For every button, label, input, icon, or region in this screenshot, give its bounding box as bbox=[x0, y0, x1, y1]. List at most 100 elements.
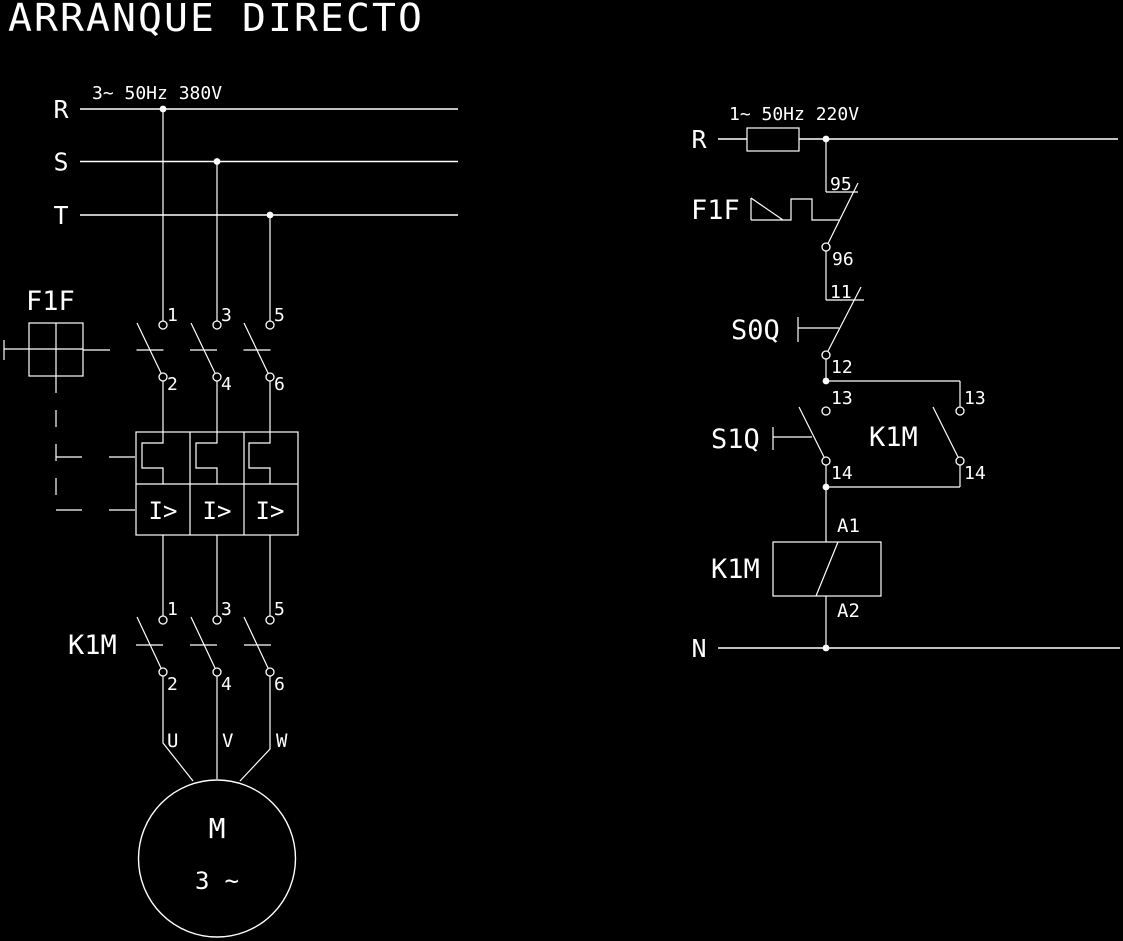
stop-button-s0q: 11 12 S0Q bbox=[731, 282, 864, 381]
terminal-circle bbox=[212, 667, 222, 677]
terminal-circle bbox=[821, 406, 831, 416]
terminal-number: 12 bbox=[831, 357, 853, 378]
terminal-circle bbox=[265, 320, 275, 330]
control-supply-label: 1~ 50Hz 220V bbox=[729, 104, 859, 125]
terminal-circle bbox=[821, 456, 831, 466]
terminal-number: 2 bbox=[167, 374, 178, 395]
coil-diagonal bbox=[815, 541, 839, 597]
terminal-number: 5 bbox=[274, 305, 285, 326]
terminal-circle bbox=[158, 667, 168, 677]
breaker-label: F1F bbox=[26, 286, 75, 317]
coil-terminal-a2: A2 bbox=[837, 600, 860, 622]
terminal-circle bbox=[265, 372, 275, 382]
heater-element bbox=[141, 432, 164, 484]
power-circuit: 3~ 50Hz 380V R S T F1F bbox=[3, 83, 458, 938]
contact-blade bbox=[190, 616, 216, 669]
terminal-number: 14 bbox=[964, 463, 986, 484]
terminal-number: 6 bbox=[274, 374, 285, 395]
contact-blade bbox=[932, 406, 959, 458]
contact-blade bbox=[243, 616, 269, 669]
coil-terminal-a1: A1 bbox=[837, 515, 860, 537]
control-circuit: 1~ 50Hz 220V R 95 96 F1F 11 12 S0Q bbox=[691, 104, 1120, 663]
motor-terminal-w: W bbox=[276, 730, 288, 752]
control-phase-label: R bbox=[691, 125, 707, 154]
contact-blade bbox=[798, 406, 825, 458]
heater-element bbox=[248, 432, 271, 484]
terminal-circle bbox=[955, 456, 965, 466]
supply-rails: 3~ 50Hz 380V R S T bbox=[53, 83, 458, 321]
terminal-number: 5 bbox=[274, 599, 285, 620]
neutral-rail-group: N bbox=[691, 634, 1120, 663]
contact-blade bbox=[136, 322, 162, 374]
terminal-number: 14 bbox=[831, 463, 853, 484]
aux-contact-k1m: 13 14 K1M bbox=[869, 388, 986, 487]
terminal-number: 4 bbox=[221, 674, 232, 695]
coil-k1m: A1 K1M A2 bbox=[711, 487, 882, 648]
terminal-number: 4 bbox=[221, 374, 232, 395]
terminal-circle bbox=[265, 615, 275, 625]
terminal-circle bbox=[212, 372, 222, 382]
breaker-poles: 1 2 3 4 5 6 bbox=[136, 305, 285, 432]
contact-blade bbox=[243, 322, 269, 374]
contact-blade bbox=[136, 616, 162, 669]
terminal-number: 1 bbox=[167, 305, 178, 326]
contactor-k1m-main: K1M 1 2 3 4 5 6 bbox=[68, 599, 285, 695]
terminal-circle bbox=[158, 372, 168, 382]
phase-label-r: R bbox=[53, 95, 69, 124]
start-button-label: S1Q bbox=[711, 424, 760, 455]
coil-box bbox=[772, 541, 882, 597]
coil-label: K1M bbox=[711, 554, 760, 585]
contactor-label: K1M bbox=[68, 630, 117, 661]
breaker-pole-2: 3 4 bbox=[190, 305, 232, 395]
overcurrent-symbol: I> bbox=[203, 497, 232, 525]
terminal-number: 2 bbox=[167, 674, 178, 695]
start-button-s1q: 13 14 S1Q bbox=[711, 388, 853, 487]
motor: U V W M 3~ bbox=[137, 676, 297, 938]
terminal-number: 11 bbox=[830, 282, 852, 303]
contactor-pole-2: 3 4 bbox=[190, 599, 232, 695]
drawing-title: ARRANQUE DIRECTO bbox=[8, 0, 424, 40]
stop-button-label: S0Q bbox=[731, 315, 780, 346]
terminal-number: 96 bbox=[832, 249, 854, 270]
breaker-pole-1: 1 2 bbox=[136, 305, 178, 395]
contact-blade bbox=[190, 322, 216, 374]
fuse-symbol bbox=[746, 127, 800, 152]
motor-terminal-u: U bbox=[167, 730, 178, 752]
terminal-number: 13 bbox=[964, 388, 986, 409]
terminal-number: 6 bbox=[274, 674, 285, 695]
breaker-pole-3: 5 6 bbox=[243, 305, 285, 395]
terminal-circle bbox=[265, 667, 275, 677]
heater-element bbox=[195, 432, 218, 484]
start-branch: 13 14 S1Q 13 14 K1M bbox=[711, 377, 986, 491]
terminal-circle bbox=[821, 350, 831, 360]
overcurrent-symbol: I> bbox=[149, 497, 178, 525]
terminal-number: 3 bbox=[221, 305, 232, 326]
contact-blade bbox=[827, 286, 862, 352]
contactor-pole-3: 5 6 bbox=[243, 599, 285, 695]
overload-contact-f1f: 95 96 F1F bbox=[691, 139, 859, 300]
contact-blade bbox=[827, 182, 859, 244]
contactor-pole-1: 1 2 bbox=[136, 599, 178, 695]
overload-contact-label: F1F bbox=[691, 195, 740, 226]
thermal-trip-symbol bbox=[750, 197, 840, 221]
motor-terminal-v: V bbox=[222, 730, 233, 752]
power-supply-label: 3~ 50Hz 380V bbox=[92, 83, 222, 104]
terminal-circle bbox=[212, 615, 222, 625]
terminal-circle bbox=[212, 320, 222, 330]
motor-circle bbox=[137, 779, 297, 938]
terminal-number: 1 bbox=[167, 599, 178, 620]
overcurrent-symbol: I> bbox=[256, 497, 285, 525]
control-supply: 1~ 50Hz 220V R bbox=[691, 104, 1118, 154]
motor-label: M bbox=[209, 812, 226, 845]
breaker-f1f-operator: F1F bbox=[3, 286, 271, 511]
aux-contact-label: K1M bbox=[869, 422, 918, 453]
motor-lead bbox=[162, 676, 194, 782]
phase-label-s: S bbox=[53, 148, 68, 177]
overload-relay: I> I> I> bbox=[135, 431, 299, 616]
terminal-number: 3 bbox=[221, 599, 232, 620]
terminal-circle bbox=[821, 242, 831, 252]
phase-label-t: T bbox=[53, 201, 68, 230]
terminal-circle bbox=[158, 320, 168, 330]
